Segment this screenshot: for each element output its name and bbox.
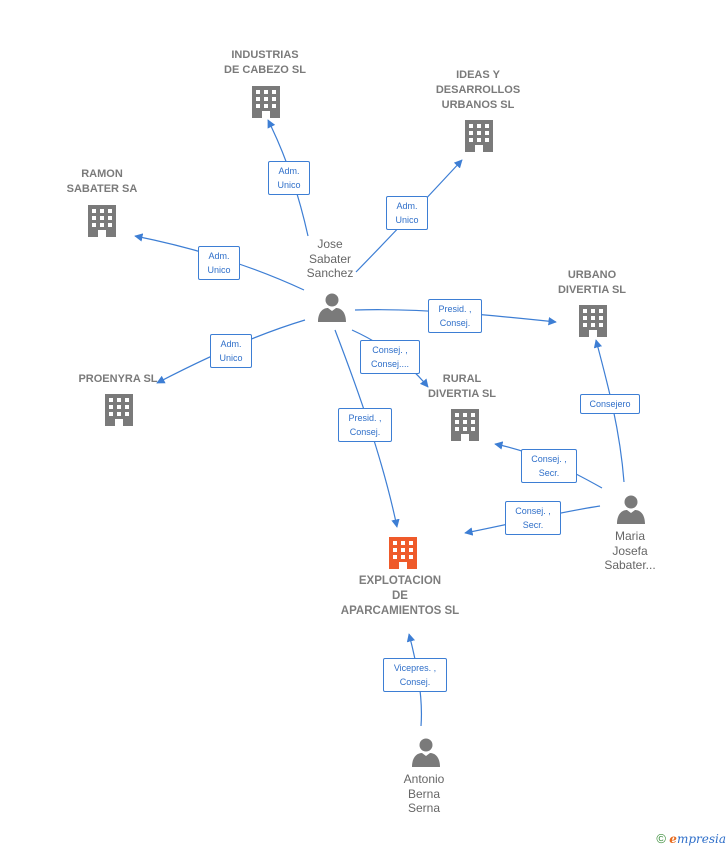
relation-label[interactable]: Adm. Unico — [386, 196, 428, 230]
building-icon — [389, 537, 417, 569]
person-antonio[interactable]: Antonio Berna Serna — [403, 772, 445, 815]
building-icon — [465, 120, 493, 152]
brand-logo: © empresia — [656, 831, 726, 846]
company-industrias[interactable]: INDUSTRIAS DE CABEZO SL — [224, 49, 306, 76]
building-icon — [88, 205, 116, 237]
building-icon — [105, 394, 133, 426]
person-icon — [617, 495, 645, 524]
building-icon — [252, 86, 280, 118]
relation-label[interactable]: Presid. , Consej. — [338, 408, 392, 442]
building-icon — [451, 409, 479, 441]
relation-label[interactable]: Consej. , Consej.... — [360, 340, 420, 374]
company-proenyra[interactable]: PROENYRA SL — [78, 373, 158, 385]
relation-label[interactable]: Vicepres. , Consej. — [383, 658, 447, 692]
person-icon — [412, 738, 440, 767]
relation-label[interactable]: Adm. Unico — [268, 161, 310, 195]
person-maria[interactable]: Maria Josefa Sabater... — [604, 529, 656, 572]
building-icon — [579, 305, 607, 337]
relation-label[interactable]: Adm. Unico — [198, 246, 240, 280]
relation-label[interactable]: Consejero — [580, 394, 640, 414]
relation-label[interactable]: Consej. , Secr. — [505, 501, 561, 535]
relation-label[interactable]: Consej. , Secr. — [521, 449, 577, 483]
company-ramon[interactable]: RAMON SABATER SA — [66, 168, 138, 195]
company-urbano[interactable]: URBANO DIVERTIA SL — [557, 269, 627, 296]
company-rural[interactable]: RURAL DIVERTIA SL — [427, 373, 497, 400]
person-jose[interactable]: Jose Sabater Sanchez — [306, 237, 354, 280]
relation-label[interactable]: Presid. , Consej. — [428, 299, 482, 333]
copyright-icon: © — [656, 831, 666, 846]
company-ideas[interactable]: IDEAS Y DESARROLLOS URBANOS SL — [435, 69, 521, 111]
relation-label[interactable]: Adm. Unico — [210, 334, 252, 368]
company-explotacion[interactable]: EXPLOTACION DE APARCAMIENTOS SL — [340, 575, 460, 617]
person-icon — [318, 293, 346, 322]
